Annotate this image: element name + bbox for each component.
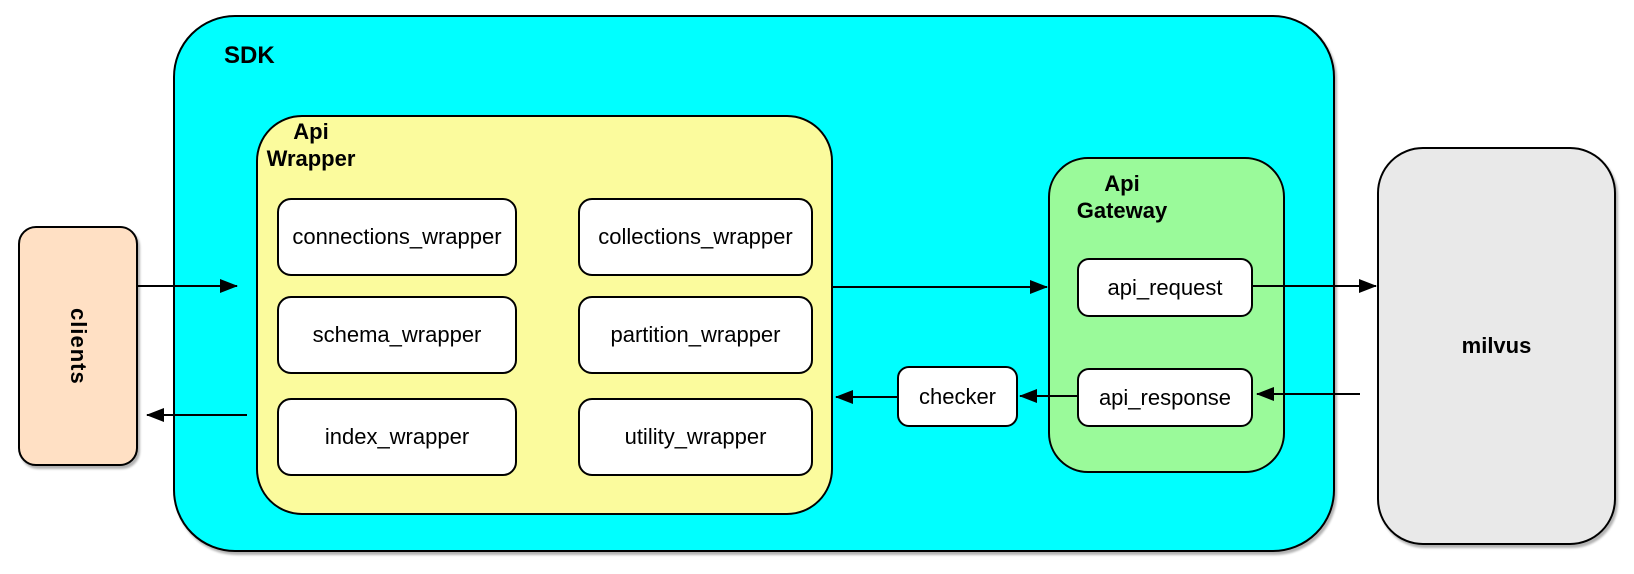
clients-label: clients — [66, 307, 91, 385]
clients-node: clients — [18, 226, 138, 466]
node-api-response: api_response — [1077, 368, 1253, 427]
node-label: api_response — [1098, 384, 1232, 410]
node-label: collections_wrapper — [598, 224, 793, 249]
api-gateway-label: Api Gateway — [1076, 171, 1168, 223]
node-label: connections_wrapper — [292, 224, 502, 249]
node-api-request: api_request — [1077, 258, 1253, 317]
node-utility-wrapper: utility_wrapper — [578, 398, 813, 476]
milvus-node: milvus — [1377, 147, 1616, 545]
node-schema-wrapper: schema_wrapper — [277, 296, 517, 374]
node-label: api_request — [1107, 274, 1223, 300]
node-label: checker — [918, 383, 997, 409]
node-label: partition_wrapper — [610, 322, 781, 347]
node-collections-wrapper: collections_wrapper — [578, 198, 813, 276]
node-partition-wrapper: partition_wrapper — [578, 296, 813, 374]
node-label: utility_wrapper — [624, 424, 767, 449]
milvus-label: milvus — [1461, 333, 1532, 358]
node-connections-wrapper: connections_wrapper — [277, 198, 517, 276]
api-wrapper-label: Api Wrapper — [266, 119, 356, 171]
node-label: index_wrapper — [324, 424, 470, 449]
node-checker: checker — [897, 366, 1018, 427]
node-index-wrapper: index_wrapper — [277, 398, 517, 476]
node-label: schema_wrapper — [312, 322, 482, 347]
sdk-label: SDK — [224, 42, 275, 69]
